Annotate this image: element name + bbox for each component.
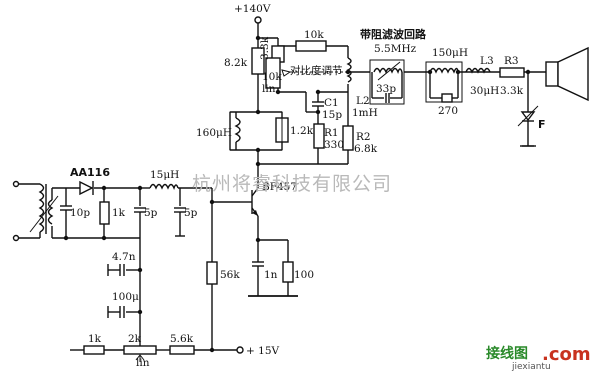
label-pot-lin-top: lin bbox=[262, 83, 276, 95]
label-pot-lin-bottom: lin bbox=[136, 357, 150, 369]
label-r3: R3 bbox=[504, 55, 519, 67]
ground-terminal-icon bbox=[12, 180, 20, 242]
potentiometer-2k bbox=[123, 345, 157, 355]
label-100u: 100μ bbox=[112, 291, 139, 303]
resistor-56k bbox=[206, 261, 218, 285]
label-aa116: AA116 bbox=[70, 166, 110, 179]
supply-top-label: +140V bbox=[234, 3, 271, 15]
inductor-15uh bbox=[149, 183, 179, 190]
ground-symbols bbox=[248, 145, 534, 297]
capacitor-1n bbox=[252, 261, 264, 280]
label-1-2k: 1.2k bbox=[290, 125, 314, 137]
label-56k: 56k bbox=[220, 269, 240, 281]
inductor-l2 bbox=[346, 57, 352, 83]
inductor-l3 bbox=[465, 67, 491, 74]
resistor-10k bbox=[295, 40, 327, 52]
label-freq: 5.5MHz bbox=[374, 43, 417, 55]
label-5p-b: 5p bbox=[184, 207, 198, 219]
resistor-8-2k bbox=[251, 47, 265, 75]
capacitor-33p bbox=[385, 93, 390, 103]
label-r2-val: 6.8k bbox=[354, 143, 378, 155]
label-8-2k: 8.2k bbox=[224, 57, 248, 69]
capacitor-10p bbox=[60, 205, 72, 222]
watermark: 杭州将睿科技有限公司 bbox=[192, 173, 392, 195]
resistor-1k-a bbox=[99, 201, 110, 225]
label-contrast: 对比度调节 bbox=[290, 64, 343, 77]
inductor-150uh bbox=[429, 67, 459, 74]
label-pot-2k: 2k bbox=[128, 333, 142, 345]
pot-wiper-arrow bbox=[281, 69, 292, 77]
label-diode-f: F bbox=[538, 118, 546, 131]
label-15uh: 15μH bbox=[150, 169, 179, 181]
label-10k: 10k bbox=[304, 29, 324, 41]
label-c1-val: 15p bbox=[322, 109, 342, 121]
resistor-5-6k bbox=[169, 345, 195, 355]
crt-display-icon bbox=[545, 46, 589, 102]
label-5p-a: 5p bbox=[144, 207, 158, 219]
capacitor-5p-a bbox=[134, 207, 146, 222]
label-3-3k: 3.3k bbox=[259, 36, 271, 60]
label-r1-val: 330 bbox=[324, 139, 344, 151]
label-l3-val: 30μH bbox=[470, 85, 499, 97]
resistor-1k-b bbox=[83, 345, 105, 355]
potentiometer-10k bbox=[265, 57, 281, 89]
label-c1: C1 bbox=[324, 97, 339, 109]
resistor-100 bbox=[282, 261, 294, 283]
label-1k-b: 1k bbox=[88, 333, 102, 345]
label-5-6k: 5.6k bbox=[170, 333, 194, 345]
label-1n: 1n bbox=[264, 269, 278, 281]
inductor-160uh bbox=[234, 117, 241, 143]
supply-terminal-bottom bbox=[236, 346, 244, 354]
pot-2k-wiper bbox=[135, 354, 145, 362]
label-pot-10k: 10k bbox=[262, 71, 282, 83]
label-160uh: 160μH bbox=[196, 127, 232, 139]
label-l2: L2 bbox=[356, 95, 370, 107]
logo-com: .com bbox=[542, 344, 591, 365]
label-4-7n: 4.7n bbox=[112, 251, 136, 263]
label-r1: R1 bbox=[324, 127, 339, 139]
label-r3-val: 3.3k bbox=[500, 85, 524, 97]
label-270: 270 bbox=[438, 105, 458, 117]
inductor-150uh-frame bbox=[425, 61, 463, 103]
filter-frame bbox=[369, 59, 405, 105]
resistor-r1 bbox=[313, 123, 325, 149]
logo-url: jiexiantu bbox=[511, 362, 551, 371]
inductor-filter bbox=[373, 67, 403, 74]
capacitor-100u bbox=[107, 306, 125, 318]
label-l2-val: 1mH bbox=[352, 107, 378, 119]
junctions bbox=[63, 35, 531, 353]
filter-title: 带阻滤波回路 bbox=[360, 27, 427, 41]
resistor-270 bbox=[441, 93, 453, 103]
tuning-arrow bbox=[377, 61, 401, 81]
label-l3: L3 bbox=[480, 55, 494, 67]
label-10p: 10p bbox=[70, 207, 90, 219]
label-r2: R2 bbox=[356, 131, 371, 143]
label-100: 100 bbox=[294, 269, 314, 281]
label-33p: 33p bbox=[376, 83, 396, 95]
input-transformer bbox=[29, 183, 59, 238]
transistor-bf457 bbox=[251, 187, 259, 217]
capacitor-c1 bbox=[312, 101, 324, 112]
logo-text: 接线图 bbox=[486, 345, 528, 362]
capacitor-5p-b bbox=[174, 207, 186, 237]
label-bf457: BF457 bbox=[262, 181, 297, 193]
inductor-160uh-frame bbox=[229, 111, 283, 151]
diode-aa116 bbox=[79, 180, 94, 196]
supply-bottom-label: + 15V bbox=[246, 345, 279, 357]
resistor-r3 bbox=[499, 67, 525, 78]
diode-f bbox=[517, 105, 539, 130]
label-1k-a: 1k bbox=[112, 207, 126, 219]
label-150uh: 150μH bbox=[432, 47, 468, 59]
capacitor-4-7n bbox=[107, 264, 125, 276]
supply-terminal-top bbox=[254, 16, 262, 24]
resistor-r2 bbox=[342, 125, 354, 151]
